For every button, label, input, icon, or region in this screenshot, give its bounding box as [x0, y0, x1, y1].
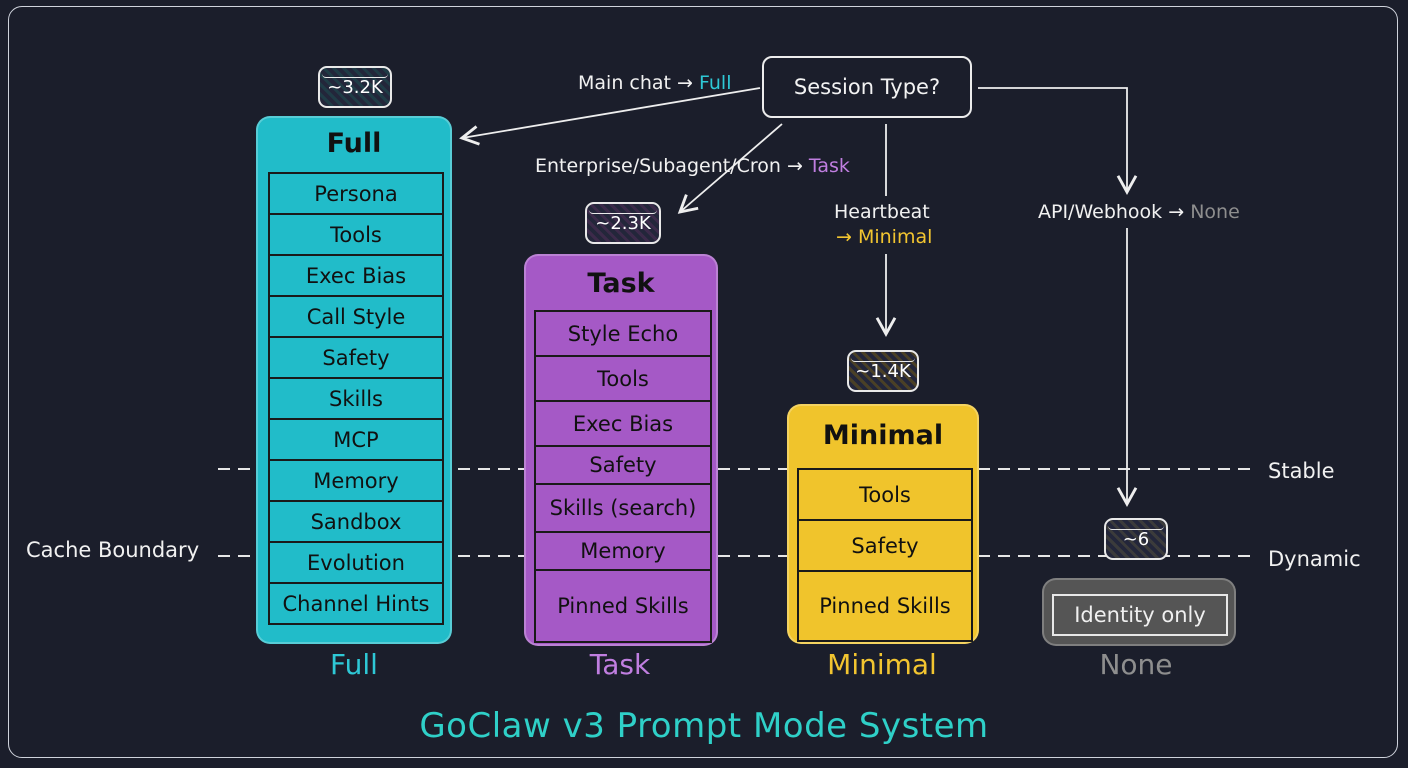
- minimal-section: Pinned Skills: [797, 570, 973, 642]
- full-section: Persona: [268, 172, 444, 215]
- full-section: Channel Hints: [268, 582, 444, 625]
- stable-label: Stable: [1268, 459, 1335, 483]
- none-token-badge: ~6: [1104, 518, 1168, 560]
- task-section: Safety: [534, 445, 712, 485]
- minimal-mode-label: Minimal: [827, 648, 937, 681]
- task-section: Tools: [534, 355, 712, 402]
- task-column-title: Task: [587, 268, 655, 299]
- edge-label-main-chat: Main chat → Full: [578, 72, 732, 94]
- full-section: Exec Bias: [268, 254, 444, 297]
- full-column-title: Full: [326, 128, 382, 159]
- task-mode-label: Task: [589, 648, 651, 681]
- minimal-section-list: Tools Safety Pinned Skills: [797, 468, 973, 642]
- task-section: Pinned Skills: [534, 569, 712, 643]
- edge-label-enterprise: Enterprise/Subagent/Cron → Task: [535, 155, 850, 177]
- full-section: Call Style: [268, 295, 444, 338]
- full-mode-label: Full: [330, 648, 378, 681]
- session-type-decision: Session Type?: [762, 56, 972, 118]
- diagram-title: GoClaw v3 Prompt Mode System: [419, 706, 989, 746]
- task-section: Skills (search): [534, 483, 712, 533]
- minimal-column-title: Minimal: [822, 420, 944, 451]
- full-section: Safety: [268, 336, 444, 379]
- edge-to-task: [677, 123, 783, 214]
- task-section: Exec Bias: [534, 400, 712, 447]
- none-section: Identity only: [1052, 594, 1228, 636]
- edge-to-none-a: [978, 87, 1138, 195]
- edge-label-api: API/Webhook → None: [1034, 199, 1244, 225]
- full-section-list: Persona Tools Exec Bias Call Style Safet…: [268, 172, 444, 625]
- none-mode-label: None: [1099, 648, 1173, 681]
- full-token-badge: ~3.2K: [318, 66, 392, 108]
- minimal-section: Tools: [797, 468, 973, 521]
- task-mode-column: Task Style Echo Tools Exec Bias Safety S…: [524, 254, 718, 646]
- full-mode-column: Full Persona Tools Exec Bias Call Style …: [256, 116, 452, 644]
- full-section: MCP: [268, 418, 444, 461]
- task-section: Memory: [534, 531, 712, 571]
- full-section: Memory: [268, 459, 444, 502]
- dynamic-label: Dynamic: [1268, 547, 1361, 571]
- task-section-list: Style Echo Tools Exec Bias Safety Skills…: [534, 310, 712, 643]
- edge-label-heartbeat: Heartbeat: [834, 201, 930, 223]
- minimal-token-badge: ~1.4K: [847, 350, 919, 392]
- full-section: Tools: [268, 213, 444, 256]
- none-mode-column: Identity only: [1042, 578, 1236, 646]
- diagram-frame: [8, 6, 1398, 758]
- cache-boundary-label: Cache Boundary: [26, 538, 200, 562]
- full-section: Skills: [268, 377, 444, 420]
- minimal-section: Safety: [797, 519, 973, 572]
- full-section: Sandbox: [268, 500, 444, 543]
- edge-to-full: [459, 87, 761, 146]
- task-token-badge: ~2.3K: [585, 202, 661, 244]
- full-section: Evolution: [268, 541, 444, 584]
- none-section-list: Identity only: [1052, 594, 1228, 636]
- task-section: Style Echo: [534, 310, 712, 357]
- edge-label-heartbeat-minimal: → Minimal: [836, 226, 933, 248]
- minimal-mode-column: Minimal Tools Safety Pinned Skills: [787, 404, 979, 644]
